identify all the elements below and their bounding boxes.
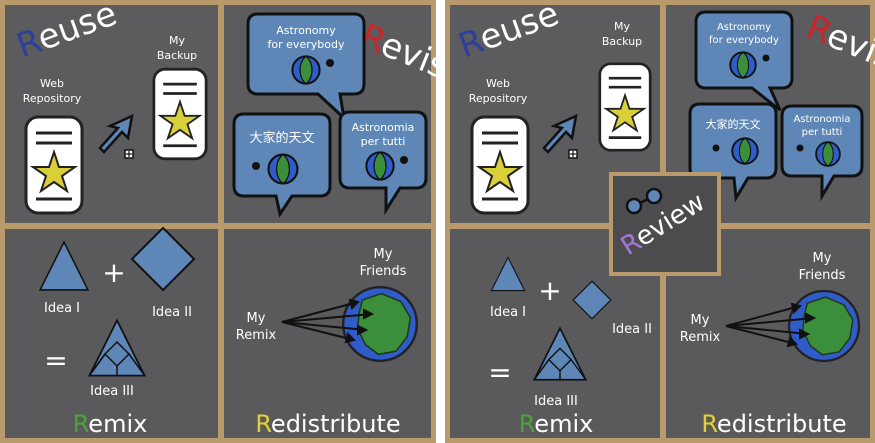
right-idea3-label: Idea III — [534, 394, 578, 409]
right-my-remix-label-1: My — [691, 313, 710, 328]
glasses-icon — [625, 187, 663, 215]
left-redistribute-first: R — [255, 410, 271, 438]
left-equals-icon: = — [44, 344, 67, 377]
right-redistribute-title: Redistribute — [701, 410, 846, 438]
left-speech-bubble-en: Astronomy for everybody — [246, 12, 366, 123]
right-my-remix-label-2: Remix — [680, 330, 721, 345]
left-my-friends-label-2: Friends — [360, 264, 407, 279]
left-speech-bubble-it: Astronomia per tutti — [338, 110, 428, 216]
left-remix-first: R — [73, 410, 89, 438]
left-idea1-label: Idea I — [44, 301, 80, 316]
left-my-friends-label-1: My — [374, 247, 393, 262]
left-my-remix-label-1: My — [247, 311, 266, 326]
right-web-repository-document-icon — [470, 115, 530, 215]
left-bubble-it-globe-icon — [365, 151, 395, 181]
right-bubble-en-line1: Astronomy — [717, 22, 771, 33]
left-bubble-en-globe-icon — [291, 55, 321, 85]
left-bubble-zh-text: 大家的天文 — [249, 130, 314, 146]
right-plus-icon: + — [538, 274, 561, 307]
left-bubble-en-line2: for everybody — [268, 38, 345, 51]
review-tile-panel — [613, 176, 717, 272]
right-bubble-it-globe-icon — [815, 141, 841, 167]
right-bubble-zh-globe-icon — [731, 137, 759, 165]
left-redistribute-title: Redistribute — [255, 410, 400, 438]
right-globe-icon — [787, 289, 861, 363]
right-figure: Reuse Web Repository My Backup Revise As… — [445, 0, 875, 443]
left-globe-icon — [342, 286, 418, 362]
left-idea2-label: Idea II — [152, 305, 192, 320]
right-idea2-label: Idea II — [612, 322, 652, 337]
right-remix-title: Remix — [519, 410, 594, 438]
review-tile: Review — [609, 172, 721, 276]
right-idea1-label: Idea I — [490, 305, 526, 320]
left-my-remix-label-2: Remix — [236, 328, 277, 343]
left-web-repository-document-icon — [24, 115, 84, 215]
right-redistribute-arrows — [725, 302, 817, 348]
right-speech-bubble-it: Astronomia per tutti — [780, 104, 864, 202]
left-web-repository-label-1: Web — [40, 77, 64, 90]
left-bubble-zh-globe-icon — [267, 153, 299, 185]
left-redistribute-arrows — [281, 298, 375, 344]
left-my-backup-label-2: Backup — [157, 49, 197, 62]
right-redistribute-rest: edistribute — [717, 410, 847, 438]
left-my-backup-document-icon — [152, 67, 208, 161]
left-idea3-label: Idea III — [90, 384, 134, 399]
right-web-repository-label-1: Web — [486, 77, 510, 90]
right-my-friends-label-2: Friends — [799, 268, 846, 283]
left-my-backup-label-1: My — [169, 34, 185, 47]
left-bubble-it-line1: Astronomia — [352, 121, 415, 134]
right-equals-icon: = — [488, 356, 511, 389]
right-my-friends-label-1: My — [813, 251, 832, 266]
right-bubble-zh-text: 大家的天文 — [706, 117, 761, 131]
right-my-backup-label-2: Backup — [602, 35, 642, 48]
right-bubble-it-line2: per tutti — [802, 127, 843, 138]
left-speech-bubble-zh: 大家的天文 — [232, 112, 332, 218]
right-remix-first: R — [519, 410, 535, 438]
left-remix-rest: emix — [88, 410, 147, 438]
left-figure: Reuse Web Repository My Backup Revise As… — [0, 0, 436, 443]
left-redistribute-rest: edistribute — [271, 410, 401, 438]
right-bubble-it-line1: Astronomia — [793, 114, 850, 125]
left-bubble-it-line2: per tutti — [361, 135, 406, 148]
right-my-backup-document-icon — [598, 62, 652, 152]
right-my-backup-label-1: My — [614, 20, 630, 33]
left-web-repository-label-2: Repository — [23, 92, 82, 105]
right-web-repository-label-2: Repository — [469, 92, 528, 105]
right-bubble-en-globe-icon — [729, 51, 757, 79]
left-cursor-arrow-icon — [98, 113, 134, 159]
left-remix-title: Remix — [73, 410, 148, 438]
left-bubble-en-line1: Astronomy — [276, 24, 336, 37]
right-speech-bubble-en: Astronomy for everybody — [694, 10, 794, 112]
right-redistribute-first: R — [701, 410, 717, 438]
right-remix-rest: emix — [534, 410, 593, 438]
right-cursor-arrow-icon — [542, 113, 578, 159]
left-plus-icon: + — [102, 256, 125, 289]
right-bubble-en-line2: for everybody — [709, 35, 779, 46]
